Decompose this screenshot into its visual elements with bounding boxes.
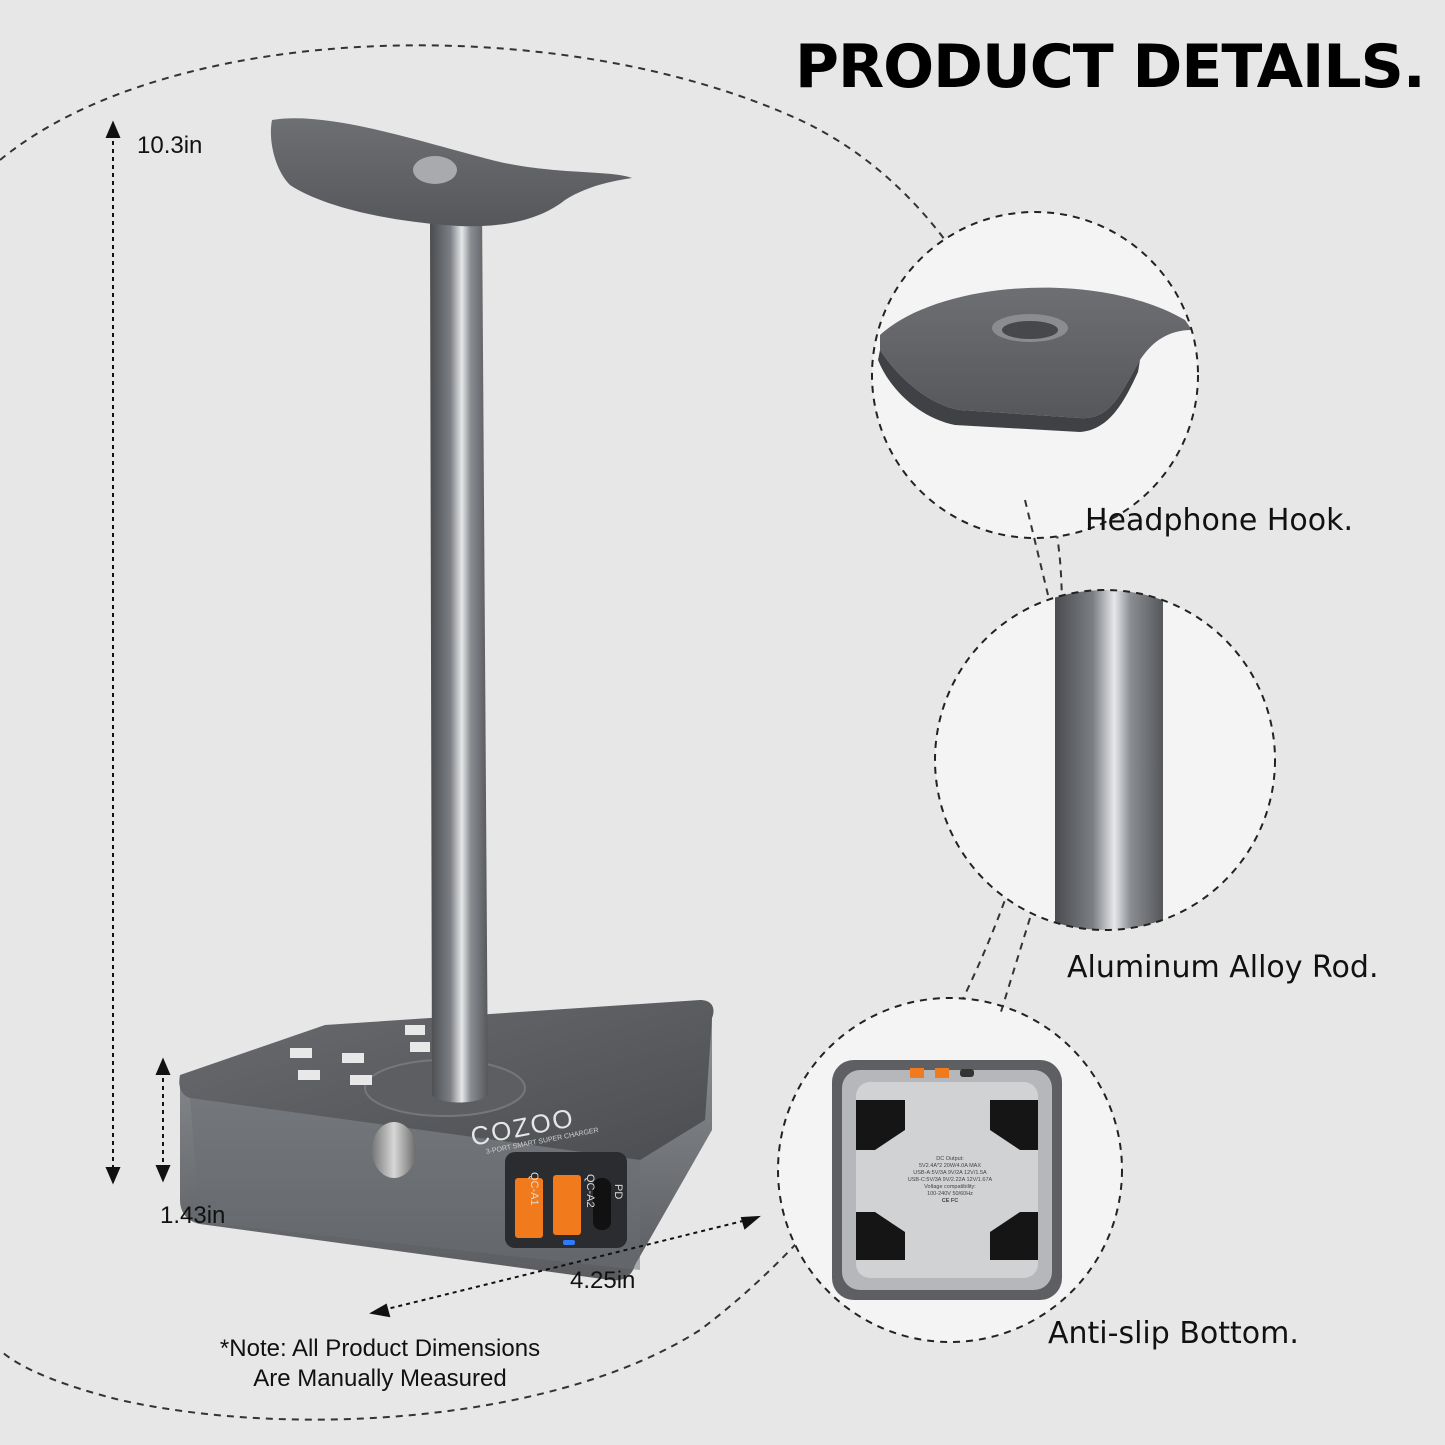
dimension-height-base: 1.43in [160, 1202, 226, 1229]
caption-aluminum-rod: Aluminum Alloy Rod. [1067, 950, 1379, 985]
dimension-height-base-arrow [155, 1057, 171, 1183]
dimension-width-base: 4.25in [570, 1267, 636, 1294]
spec-line: USB-C:5V/3A 9V/2.22A 12V/1.67A [907, 1177, 993, 1183]
spec-line: DC Output: [936, 1156, 964, 1162]
spec-line: 5V2.4A*2 20W/4.0A MAX [918, 1163, 982, 1169]
detail-circle-hook [871, 211, 1199, 539]
spec-line: USB-A:5V/3A 9V/2A 12V/1.5A [913, 1170, 987, 1176]
note-line-2: Are Manually Measured [253, 1365, 507, 1392]
caption-anti-slip-bottom: Anti-slip Bottom. [1048, 1316, 1299, 1351]
spec-line: 100-240V 50/60Hz [927, 1191, 973, 1197]
detail-circle-bottom [777, 997, 1123, 1343]
dimension-height-total: 10.3in [137, 132, 203, 159]
connector-line [1024, 499, 1049, 596]
note-line-1: *Note: All Product Dimensions [219, 1335, 541, 1362]
port-label-qc-a1: QC-A1 [528, 1172, 540, 1206]
measurement-note: *Note: All Product Dimensions Are Manual… [195, 1334, 565, 1394]
port-label-qc-a2: QC-A2 [584, 1174, 596, 1208]
dimension-width-base-arrow [369, 1215, 761, 1318]
cert-marks: CE FC [941, 1198, 959, 1204]
page-title: PRODUCT DETAILS. [795, 32, 1426, 102]
headphone-stand [179, 118, 714, 1281]
connector-line [999, 917, 1031, 1016]
caption-headphone-hook: Headphone Hook. [1085, 503, 1354, 538]
port-label-pd: PD [612, 1184, 624, 1200]
outline-ellipse [0, 44, 1063, 1421]
detail-circle-rod [934, 589, 1276, 931]
dimension-height-total-arrow [105, 120, 121, 1185]
spec-line: Voltage compatibility: [924, 1184, 976, 1190]
bottom-spec-label: DC Output: 5V2.4A*2 20W/4.0A MAX USB-A:5… [900, 1156, 1000, 1205]
